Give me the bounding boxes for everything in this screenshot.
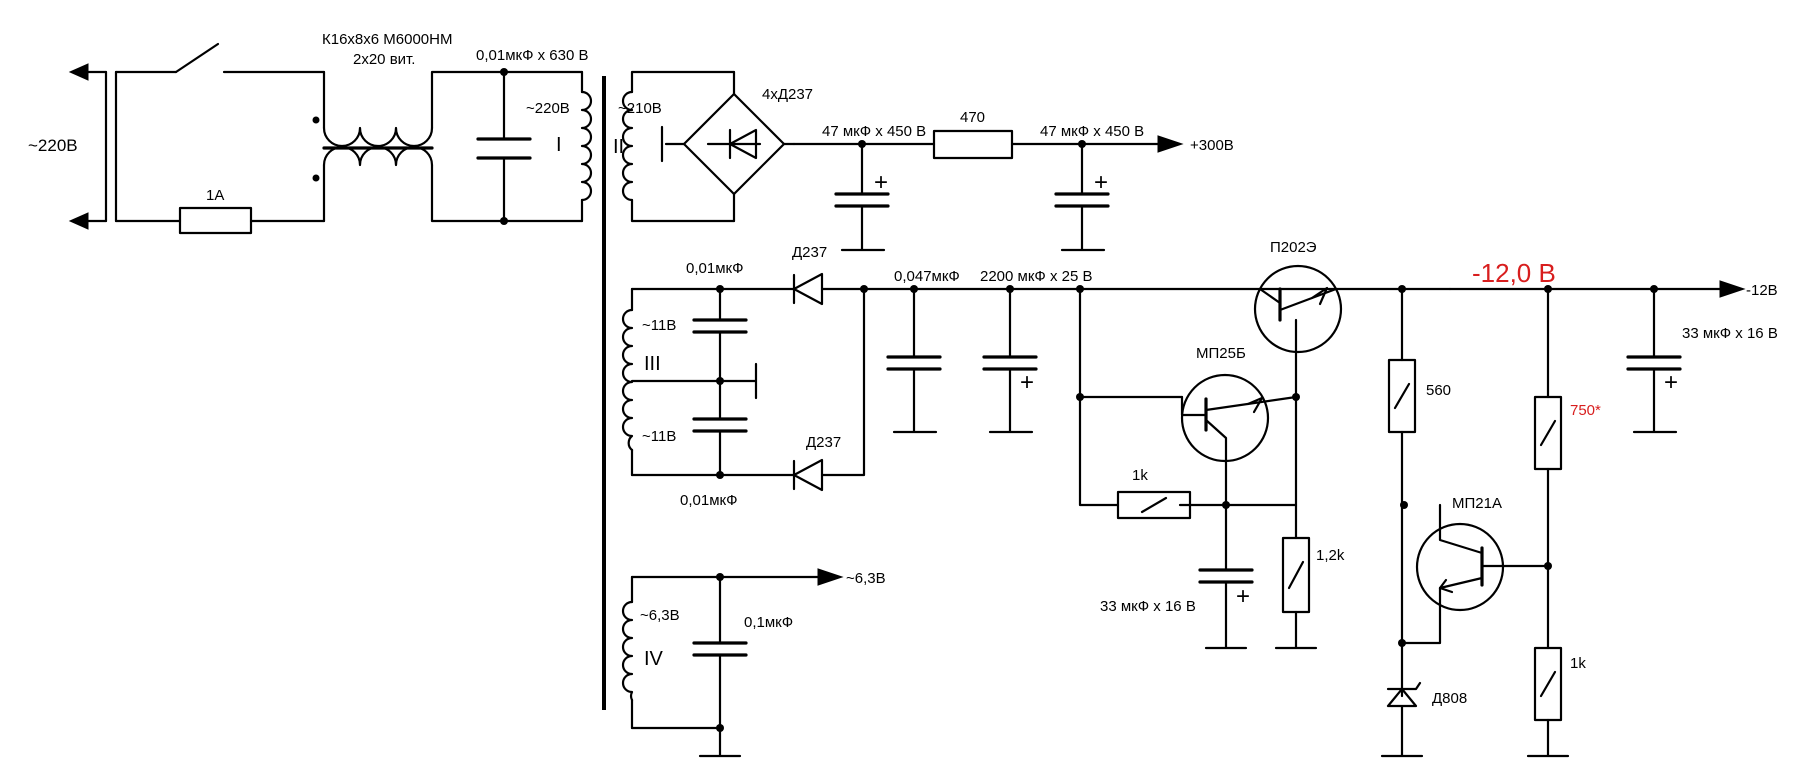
fuse-label: 1А xyxy=(206,187,224,204)
bridge-label: 4хД237 xyxy=(762,86,813,103)
hv-cap2-plus: + xyxy=(1094,169,1108,196)
driver-transistor: МП25Б xyxy=(1180,345,1300,507)
lv-electrolytic-plus: + xyxy=(1020,369,1034,396)
lv-cap-top-label: 0,01мкФ xyxy=(686,260,743,277)
base-cap-label: 33 мкФ х 16 В xyxy=(1100,598,1196,615)
secondary-iii-bottom-voltage-label: ~11В xyxy=(642,428,676,445)
fuse-symbol xyxy=(178,206,253,235)
filament-output-label: ~6,3В xyxy=(846,570,886,587)
driver-transistor-label: МП25Б xyxy=(1196,345,1246,362)
base-resistor-symbol xyxy=(1116,490,1192,520)
hv-cap2-label: 47 мкФ х 450 В xyxy=(1040,123,1144,140)
measured-voltage-label: -12,0 В xyxy=(1472,258,1556,288)
divider-top-resistor-symbol xyxy=(1533,395,1563,471)
choke-core-label: К16х8х6 М6000НМ xyxy=(322,31,452,48)
divider-bottom-resistor-label: 1k xyxy=(1570,655,1586,672)
output-cap-label: 33 мкФ х 16 В xyxy=(1682,325,1778,342)
zener-label: Д808 xyxy=(1432,690,1467,707)
divider-bottom-resistor-symbol xyxy=(1533,646,1563,722)
base-resistor-label: 1k xyxy=(1132,467,1148,484)
pass-transistor-label: П202Э xyxy=(1270,239,1317,256)
primary-section: 0,01мкФ х 630 В ~220В I xyxy=(476,47,593,225)
hv-resistor-symbol xyxy=(932,129,1014,160)
lv-output-label: -12В xyxy=(1746,282,1778,299)
zener-resistor-label: 560 xyxy=(1426,382,1451,399)
filament-cap-label: 0,1мкФ xyxy=(744,614,793,631)
error-amp-label: МП21А xyxy=(1452,495,1502,512)
secondary-ii-voltage-label: ~210В xyxy=(618,100,662,117)
divider-top-resistor-label: 750* xyxy=(1570,402,1601,419)
secondary-ii: ~210В II xyxy=(613,70,736,223)
lv-electrolytic-label: 2200 мкФ х 25 В xyxy=(980,268,1093,285)
lv-rectifier: Д237 Д237 0,047мкФ + 2200 мкФ х 25 В xyxy=(792,244,1452,492)
base-cap-plus: + xyxy=(1236,583,1250,610)
hv-resistor-label: 470 xyxy=(960,109,985,126)
secondary-iii-numeral: III xyxy=(644,353,661,375)
zener-resistor-symbol xyxy=(1387,358,1417,434)
emitter-resistor-label: 1,2k xyxy=(1316,547,1345,564)
hv-output-label: +300В xyxy=(1190,137,1234,154)
secondary-ii-numeral: II xyxy=(613,136,624,158)
error-amp-transistor: МП21А xyxy=(1400,495,1550,645)
lv-diode-top-label: Д237 xyxy=(792,244,827,261)
secondary-iv-voltage-label: ~6,3В xyxy=(640,607,680,624)
pass-transistor: П202Э xyxy=(1253,239,1343,399)
secondary-iii: ~11В III ~11В 0,01мкФ 0,01мкФ xyxy=(621,260,796,509)
common-mode-choke: К16х8х6 М6000НМ 2х20 вит. xyxy=(312,31,506,223)
hv-rail: 47 мкФ х 450 В 470 47 мкФ х 450 В +300В … xyxy=(792,109,1234,252)
mains-input: ~220В 1А xyxy=(28,42,326,235)
hv-cap1-label: 47 мкФ х 450 В xyxy=(822,123,926,140)
lv-diode-bottom-label: Д237 xyxy=(806,434,841,451)
secondary-iv-numeral: IV xyxy=(644,648,664,670)
primary-numeral: I xyxy=(556,134,562,156)
secondary-iv: ~6,3В IV 0,1мкФ ~6,3В xyxy=(621,568,886,758)
choke-windings-label: 2х20 вит. xyxy=(353,51,415,68)
regulator: 1k П202Э МП25Б + 33 мкФ х 16 В xyxy=(1076,239,1778,758)
hv-cap1-plus: + xyxy=(874,169,888,196)
lv-cap-bottom-label: 0,01мкФ xyxy=(680,492,737,509)
mains-input-label: ~220В xyxy=(28,136,78,155)
output-cap-plus: + xyxy=(1664,369,1678,396)
primary-voltage-label: ~220В xyxy=(526,100,570,117)
bridge-rectifier: 4хД237 xyxy=(660,70,813,223)
secondary-iii-top-voltage-label: ~11В xyxy=(642,317,676,334)
lv-filter-cap-label: 0,047мкФ xyxy=(894,268,960,285)
emitter-resistor-symbol xyxy=(1281,536,1311,614)
input-cap-label: 0,01мкФ х 630 В xyxy=(476,47,589,64)
